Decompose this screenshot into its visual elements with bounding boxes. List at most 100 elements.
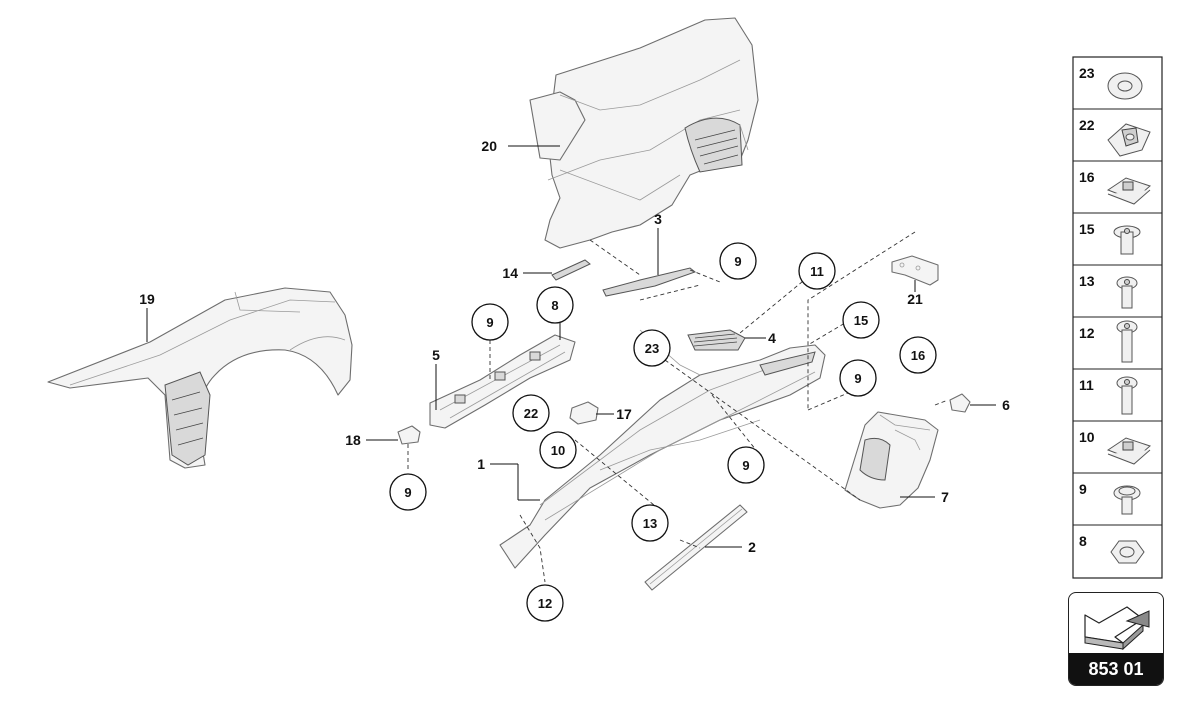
callout-20[interactable]: 20 xyxy=(481,138,497,154)
callout-label: 19 xyxy=(139,291,155,307)
callout-label: 9 xyxy=(742,458,749,473)
legend-number: 12 xyxy=(1079,325,1095,341)
arrow-icon xyxy=(1084,606,1150,651)
callout-label: 13 xyxy=(643,516,657,531)
callout-label: 9 xyxy=(854,371,861,386)
leader-lines xyxy=(146,145,996,548)
callout-label: 8 xyxy=(551,298,558,313)
callout-label: 23 xyxy=(645,341,659,356)
part-5-carrier[interactable] xyxy=(429,334,576,429)
callout-11[interactable]: 11 xyxy=(798,252,836,290)
callout-12[interactable]: 12 xyxy=(526,584,564,622)
legend-item-16[interactable]: 16 xyxy=(1079,169,1151,205)
callout-9-top[interactable]: 9 xyxy=(719,242,757,280)
callout-2[interactable]: 2 xyxy=(748,539,756,555)
cage-nut-icon xyxy=(1107,123,1151,157)
washer-icon xyxy=(1107,72,1143,100)
fastener-legend: 23 22 16 15 xyxy=(1072,56,1163,579)
legend-number: 23 xyxy=(1079,65,1095,81)
page-reference-number: 853 01 xyxy=(1069,653,1163,685)
callout-9-right[interactable]: 9 xyxy=(839,359,877,397)
callout-14[interactable]: 14 xyxy=(502,265,518,281)
callout-18[interactable]: 18 xyxy=(345,432,361,448)
legend-number: 11 xyxy=(1079,377,1094,393)
callout-label: 12 xyxy=(538,596,552,611)
callout-19[interactable]: 19 xyxy=(139,291,155,307)
legend-item-10[interactable]: 10 xyxy=(1079,429,1151,465)
callout-4[interactable]: 4 xyxy=(768,330,776,346)
callout-label: 22 xyxy=(524,406,538,421)
callout-label: 14 xyxy=(502,265,518,281)
callout-label: 11 xyxy=(810,264,824,279)
hex-nut-icon xyxy=(1110,540,1145,564)
legend-item-9[interactable]: 9 xyxy=(1079,481,1141,515)
callout-label: 4 xyxy=(768,330,776,346)
callout-7[interactable]: 7 xyxy=(941,489,949,505)
callout-1[interactable]: 1 xyxy=(477,456,485,472)
callout-label: 5 xyxy=(432,347,440,363)
legend-number: 15 xyxy=(1079,221,1095,237)
callout-21[interactable]: 21 xyxy=(907,291,923,307)
callout-label: 3 xyxy=(654,211,662,227)
legend-number: 22 xyxy=(1079,117,1095,133)
part-14-bracket[interactable] xyxy=(551,259,591,281)
legend-number: 8 xyxy=(1079,533,1087,549)
part-1-side-sill[interactable] xyxy=(499,329,826,569)
part-19-front-fender[interactable] xyxy=(47,287,353,469)
callout-label: 21 xyxy=(907,291,923,307)
callout-label: 6 xyxy=(1002,397,1010,413)
legend-item-11[interactable]: 11 xyxy=(1079,376,1138,415)
callout-6[interactable]: 6 xyxy=(1002,397,1010,413)
callout-label: 7 xyxy=(941,489,949,505)
callout-9-carrier[interactable]: 9 xyxy=(471,303,509,341)
callout-13[interactable]: 13 xyxy=(631,504,669,542)
part-3-trim-strip[interactable] xyxy=(602,267,697,297)
part-17-cap[interactable] xyxy=(569,401,599,425)
part-18-clip[interactable] xyxy=(397,425,421,445)
callout-label: 2 xyxy=(748,539,756,555)
callout-22[interactable]: 22 xyxy=(512,394,550,432)
part-6-clip[interactable] xyxy=(949,393,971,413)
legend-item-8[interactable]: 8 xyxy=(1079,533,1145,564)
callout-3[interactable]: 3 xyxy=(654,211,662,227)
callout-label: 9 xyxy=(734,254,741,269)
screw-icon xyxy=(1116,376,1138,415)
legend-item-15[interactable]: 15 xyxy=(1079,221,1141,255)
callout-9-sill[interactable]: 9 xyxy=(727,446,765,484)
callout-15[interactable]: 15 xyxy=(842,301,880,339)
page-reference-box[interactable]: 853 01 xyxy=(1068,592,1164,686)
legend-number: 16 xyxy=(1079,169,1095,185)
callout-10[interactable]: 10 xyxy=(539,431,577,469)
callout-label: 17 xyxy=(616,406,632,422)
part-4-vent-grille[interactable] xyxy=(687,329,746,351)
legend-item-13[interactable]: 13 xyxy=(1079,273,1138,309)
part-21-bracket[interactable] xyxy=(891,255,939,286)
legend-item-23[interactable]: 23 xyxy=(1079,65,1143,100)
part-7-rear-panel[interactable] xyxy=(844,411,939,509)
screw-icon xyxy=(1116,276,1138,309)
flat-head-screw-icon xyxy=(1113,225,1141,255)
callout-label: 1 xyxy=(477,456,485,472)
callout-label: 20 xyxy=(481,138,497,154)
callout-label: 10 xyxy=(551,443,565,458)
legend-number: 10 xyxy=(1079,429,1095,445)
part-20-rear-fender[interactable] xyxy=(529,17,759,249)
callout-17[interactable]: 17 xyxy=(616,406,632,422)
callout-label: 16 xyxy=(911,348,925,363)
clip-nut-icon xyxy=(1106,177,1151,205)
long-screw-icon xyxy=(1116,320,1138,363)
callout-9-left[interactable]: 9 xyxy=(389,473,427,511)
callout-23[interactable]: 23 xyxy=(633,329,671,367)
callout-label: 15 xyxy=(854,313,868,328)
legend-item-22[interactable]: 22 xyxy=(1079,117,1151,157)
callout-label: 9 xyxy=(486,315,493,330)
callout-16[interactable]: 16 xyxy=(899,336,937,374)
callout-5[interactable]: 5 xyxy=(432,347,440,363)
callout-label: 9 xyxy=(404,485,411,500)
clip-nut-icon xyxy=(1106,437,1151,465)
callout-8[interactable]: 8 xyxy=(536,286,574,324)
legend-item-12[interactable]: 12 xyxy=(1079,320,1138,363)
collar-screw-icon xyxy=(1113,485,1141,515)
